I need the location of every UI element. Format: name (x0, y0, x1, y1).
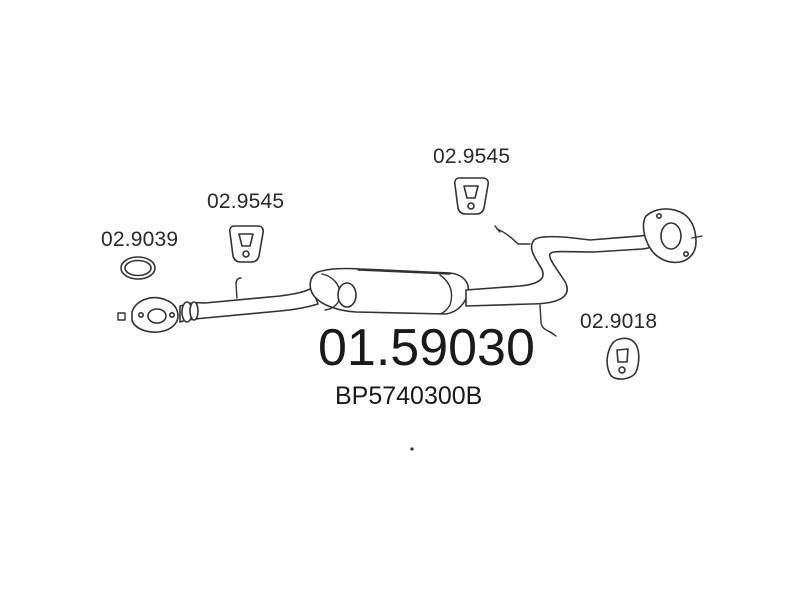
label-hanger-top: 02.9545 (433, 145, 511, 168)
small-square-icon (117, 312, 126, 321)
rubber-hanger-top-icon (453, 177, 490, 215)
dot-marker (410, 447, 414, 451)
rubber-hanger-left-icon (228, 225, 265, 263)
label-hanger-left: 02.9545 (207, 190, 285, 213)
rubber-hanger-right-icon (606, 337, 640, 380)
label-hanger-right: 02.9018 (580, 310, 658, 333)
oe-number: BP5740300B (335, 382, 483, 410)
main-part-number: 01.59030 (318, 319, 535, 377)
ring-gasket-icon (120, 256, 156, 280)
front-flange-icon (131, 296, 179, 333)
exhaust-middle-section-icon (179, 225, 665, 337)
rear-flange-icon (642, 208, 703, 264)
label-seal-ring: 02.9039 (101, 228, 179, 251)
